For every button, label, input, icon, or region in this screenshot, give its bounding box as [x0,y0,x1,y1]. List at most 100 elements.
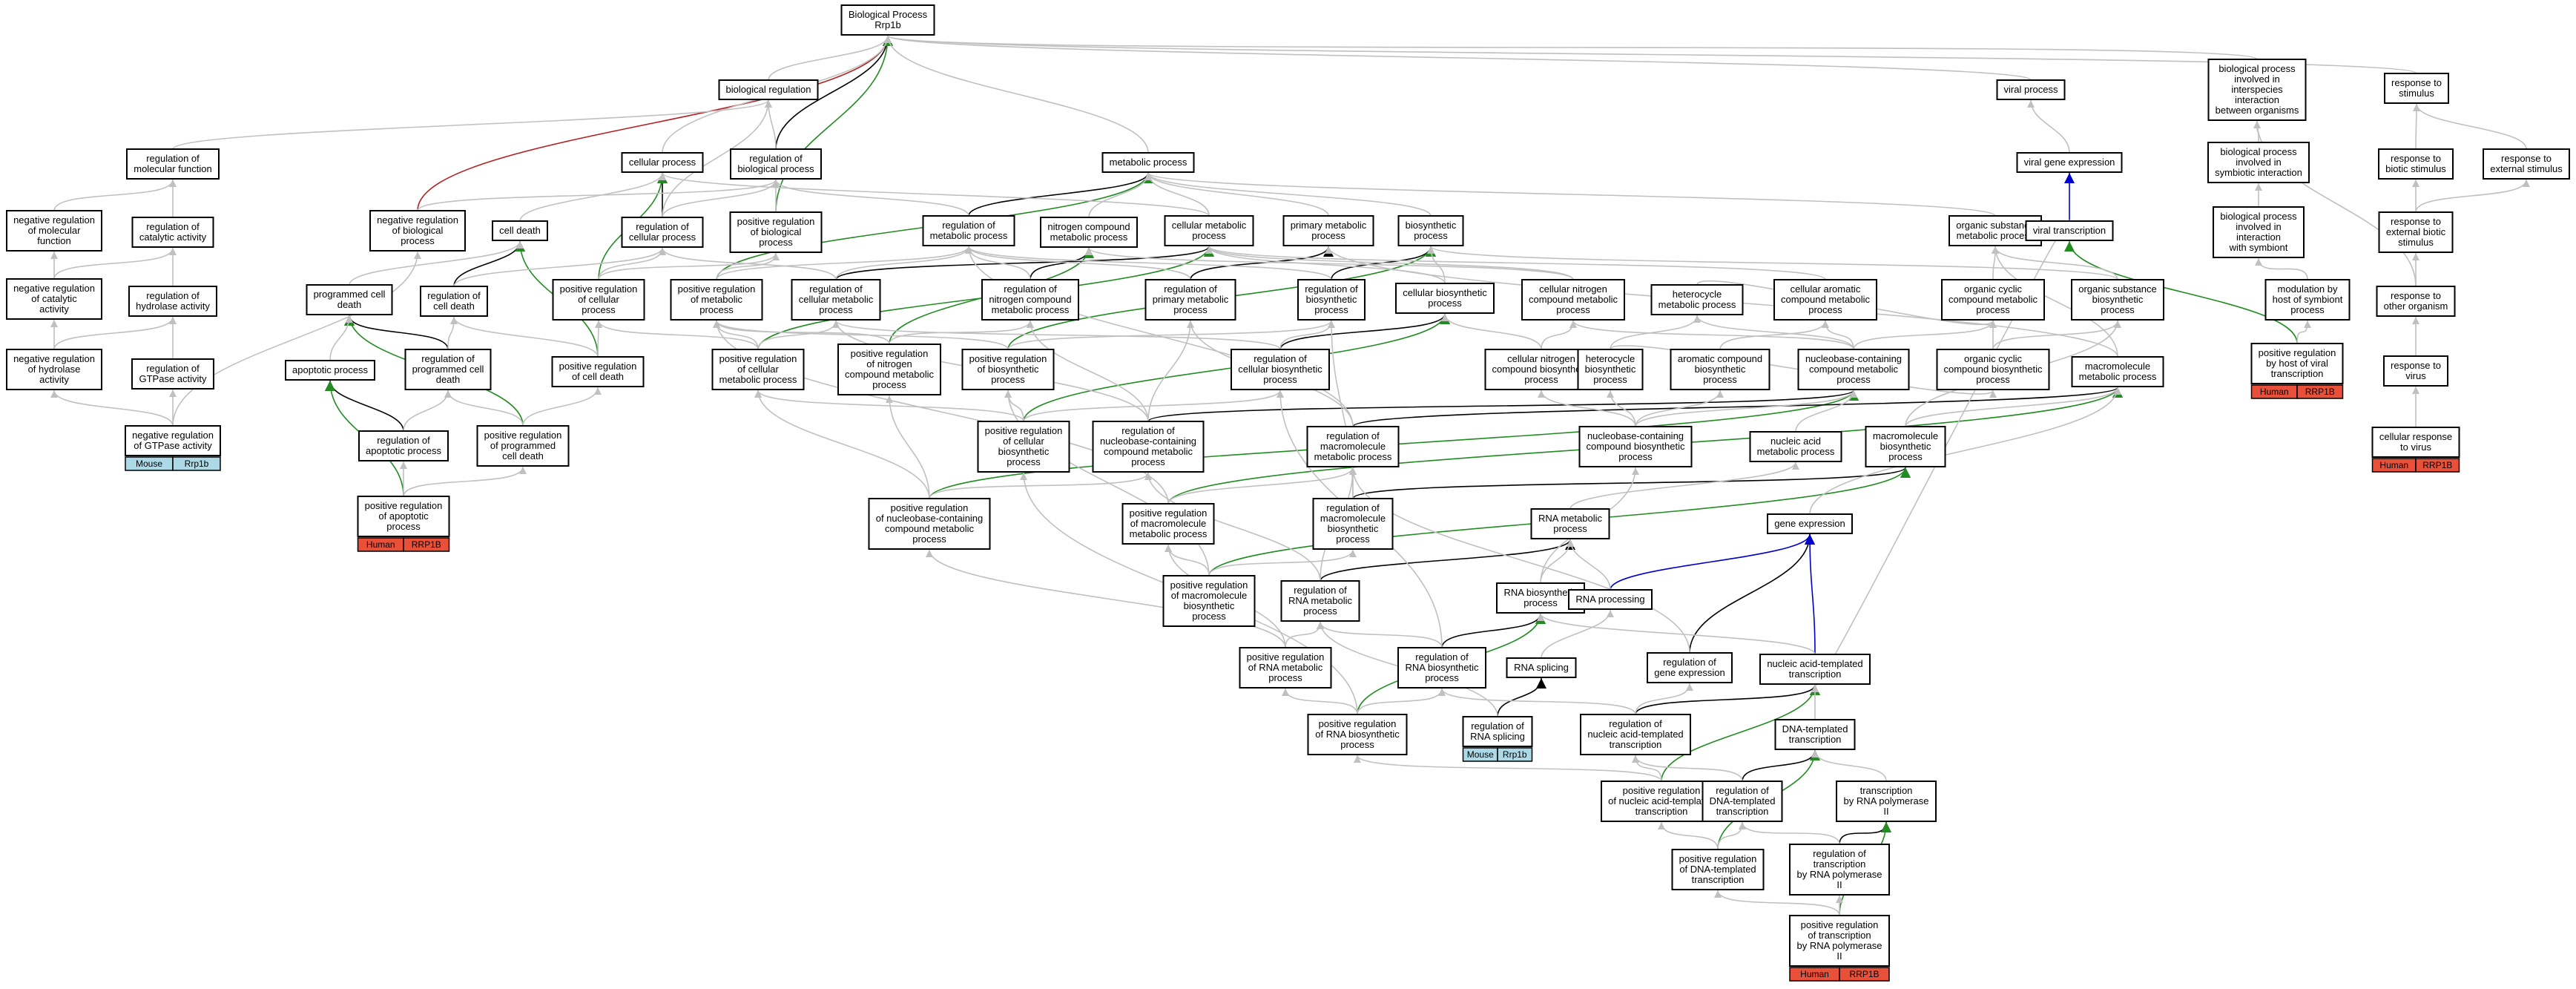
go-term-celldeath[interactable]: cell death [492,220,548,241]
go-term-viral[interactable]: viral process [1996,79,2066,100]
edge-poscelldeath-to-regcelldeath [450,316,599,358]
go-term-label-line: positive regulation [891,502,969,513]
go-term-rnasplice[interactable]: RNA splicing [1506,657,1577,678]
go-term-rnaproc[interactable]: RNA processing [1568,589,1653,610]
go-term-regmacrobio[interactable]: regulation ofmacromoleculebiosyntheticpr… [1312,498,1394,550]
go-term-breg[interactable]: biological regulation [718,79,819,100]
go-term-viraltx[interactable]: viral transcription [2025,220,2114,241]
go-term-geneexp[interactable]: gene expression [1767,513,1853,534]
go-term-box [2207,142,2310,183]
go-term-metab[interactable]: metabolic process [1101,152,1195,173]
go-term-cellproc[interactable]: cellular process [621,152,704,173]
go-term-regnuc[interactable]: regulation ofnucleobase-containingcompou… [1092,421,1205,473]
go-term-viralgene[interactable]: viral gene expression [2016,152,2123,173]
go-term-apop[interactable]: apoptotic process [285,360,375,381]
go-term-box [1297,279,1366,321]
edge-regbio-to-bp [775,35,893,150]
